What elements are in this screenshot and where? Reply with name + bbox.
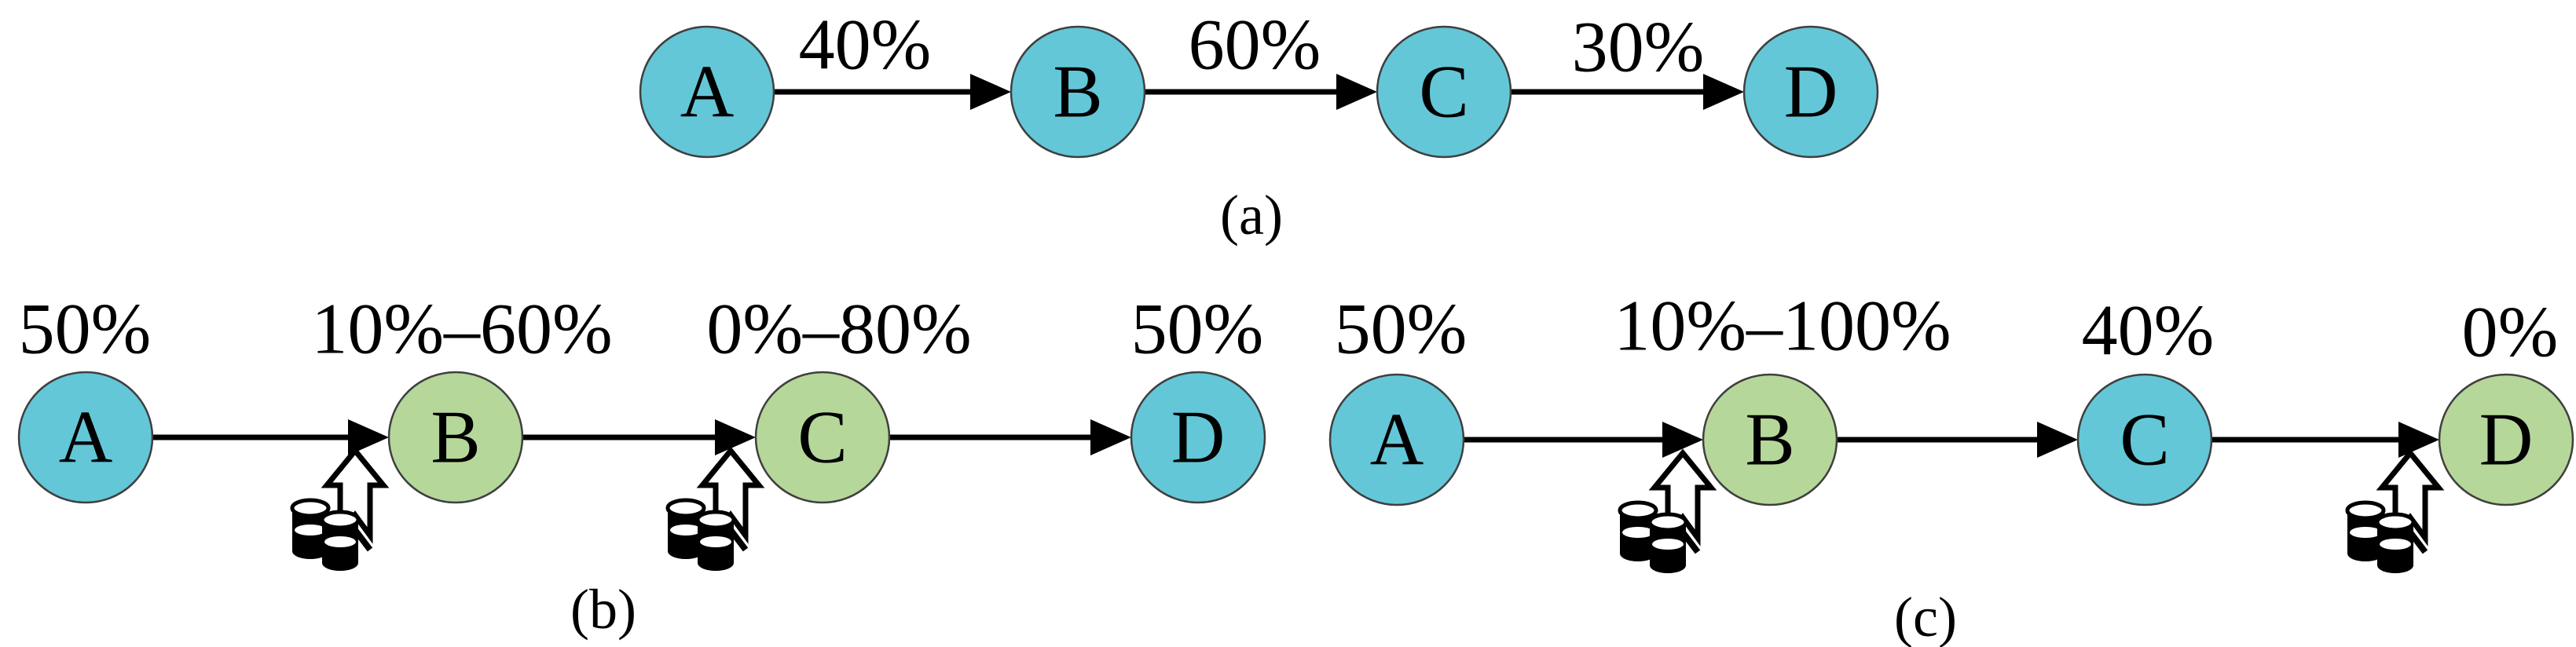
caption-a: (a)	[1220, 184, 1283, 247]
caption-c: (c)	[1894, 586, 1957, 647]
prob-label-c-D: 0%	[2462, 291, 2559, 371]
diagram-a: 40% 60% 30% A B C D (a)	[639, 4, 1879, 247]
arrowhead	[1336, 74, 1377, 110]
node-letter: B	[431, 395, 480, 478]
node-c-A: A 50%	[1328, 288, 1468, 506]
prob-label-b-D: 50%	[1131, 288, 1264, 368]
node-letter: C	[2120, 397, 2169, 481]
edge-b-BC	[522, 419, 756, 455]
edge-a-BC: 60%	[1145, 4, 1377, 110]
node-a-C: C	[1376, 25, 1512, 159]
edge-b-CD	[889, 419, 1131, 455]
prob-label-b-C: 0%–80%	[706, 288, 971, 368]
cost-increase-icon	[2347, 453, 2439, 573]
node-letter: B	[1745, 397, 1794, 481]
caption-b: (b)	[570, 578, 636, 641]
node-letter: D	[1171, 395, 1226, 478]
arrowhead	[1703, 74, 1744, 110]
node-letter: A	[1370, 397, 1424, 481]
prob-label-c-C: 40%	[2082, 290, 2215, 370]
edge-label-a-CD: 30%	[1572, 6, 1705, 86]
edge-c-CD	[2211, 422, 2439, 458]
diagram-b: A 50% B 10%–60% C 0%–80% D 50% (b)	[17, 288, 1266, 641]
edge-c-AB	[1464, 422, 1703, 458]
node-a-A: A	[639, 25, 775, 159]
arrowhead	[1662, 422, 1703, 458]
edge-a-AB: 40%	[774, 4, 1011, 110]
node-c-D: D 0%	[2438, 291, 2574, 506]
arrowhead	[2037, 422, 2078, 458]
node-b-D: D 50%	[1130, 288, 1266, 504]
node-c-C: C 40%	[2076, 290, 2215, 506]
node-letter: A	[59, 395, 113, 478]
node-a-D: D	[1742, 25, 1879, 159]
node-letter: A	[680, 49, 735, 133]
node-b-B: B 10%–60%	[311, 288, 613, 504]
node-c-B: B 10%–100%	[1614, 285, 1951, 506]
node-b-A: A 50%	[17, 288, 154, 504]
prob-label-b-A: 50%	[19, 288, 152, 368]
arrowhead	[348, 419, 389, 455]
diagram-c: A 50% B 10%–100% C 40% D 0% (c)	[1328, 285, 2574, 647]
node-letter: D	[2479, 397, 2534, 481]
node-letter: D	[1784, 49, 1838, 133]
cost-increase-icon	[1620, 453, 1711, 573]
node-letter: C	[1419, 49, 1468, 133]
edge-label-a-AB: 40%	[799, 4, 932, 84]
edge-b-AB	[152, 419, 389, 455]
edge-c-BC	[1837, 422, 2078, 458]
prob-label-b-B: 10%–60%	[311, 288, 612, 368]
arrowhead	[970, 74, 1011, 110]
cost-increase-icon	[292, 451, 383, 571]
arrowhead	[1090, 419, 1131, 455]
cost-increase-icon	[668, 451, 759, 571]
prob-label-c-B: 10%–100%	[1614, 285, 1951, 365]
node-a-B: B	[1010, 25, 1146, 159]
node-letter: B	[1053, 49, 1102, 133]
node-letter: C	[797, 395, 847, 478]
arrowhead	[2398, 422, 2439, 458]
arrowhead	[715, 419, 756, 455]
edge-a-CD: 30%	[1511, 6, 1744, 110]
edge-label-a-BC: 60%	[1189, 4, 1321, 84]
prob-label-c-A: 50%	[1335, 288, 1468, 368]
node-b-C: C 0%–80%	[706, 288, 972, 504]
